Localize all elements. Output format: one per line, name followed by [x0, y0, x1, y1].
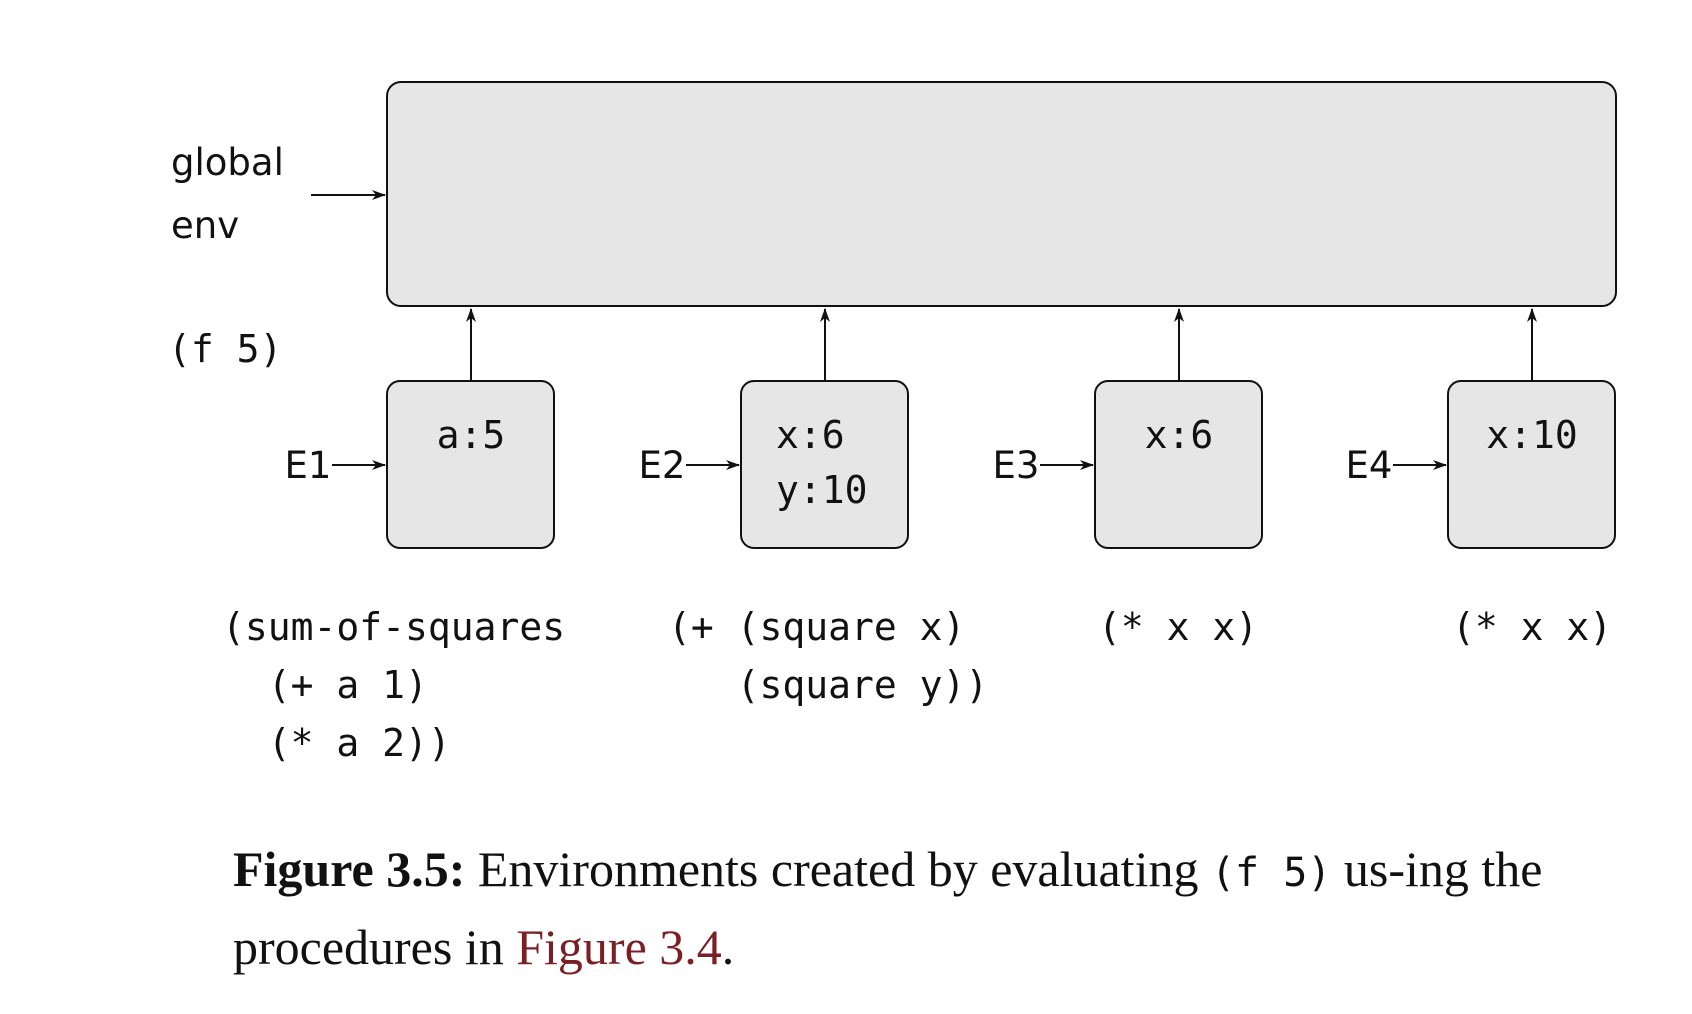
- binding: a:5: [437, 413, 506, 457]
- binding: x:6: [776, 413, 845, 457]
- call-label: (f 5): [168, 327, 282, 371]
- binding: x:10: [1486, 413, 1578, 457]
- env-frame-e4: [1447, 380, 1616, 549]
- caption-text: Environments created by evaluating: [465, 841, 1211, 897]
- env-name-label: E2: [639, 444, 686, 487]
- binding: y:10: [776, 468, 868, 512]
- environment-diagram: global env (f 5) E1 a:5 (sum-of-squares (+…: [168, 81, 1617, 765]
- procedure-body-line: (* a 2)): [222, 721, 451, 765]
- env-label: env: [171, 204, 239, 247]
- env-frame-e1: [386, 380, 555, 549]
- caption-code: (f 5): [1210, 850, 1332, 896]
- global-label: global: [171, 141, 284, 184]
- procedure-body-line: (sum-of-squares: [222, 605, 565, 649]
- caption-end: .: [721, 919, 735, 975]
- env-name-label: E3: [993, 444, 1040, 487]
- caption-label: Figure 3.5:: [233, 841, 466, 897]
- figure-caption: Figure 3.5: Environments created by eval…: [233, 832, 1613, 984]
- env-name-label: E4: [1346, 444, 1393, 487]
- figure-link[interactable]: Figure 3.4: [516, 919, 722, 975]
- procedure-body-line: (* x x): [1452, 605, 1612, 649]
- procedure-body-line: (square y)): [668, 663, 988, 707]
- env-frame-e2: [740, 380, 909, 549]
- caption-text-2: us-ing the procedures in: [233, 841, 1543, 975]
- env-name-label: E1: [285, 444, 332, 487]
- procedure-body-line: (* x x): [1098, 605, 1258, 649]
- env-frame-e3: [1094, 380, 1263, 549]
- procedure-body-line: (+ a 1): [222, 663, 428, 707]
- binding: x:6: [1145, 413, 1214, 457]
- procedure-body-line: (+ (square x): [668, 605, 965, 649]
- global-env-frame: [386, 81, 1617, 307]
